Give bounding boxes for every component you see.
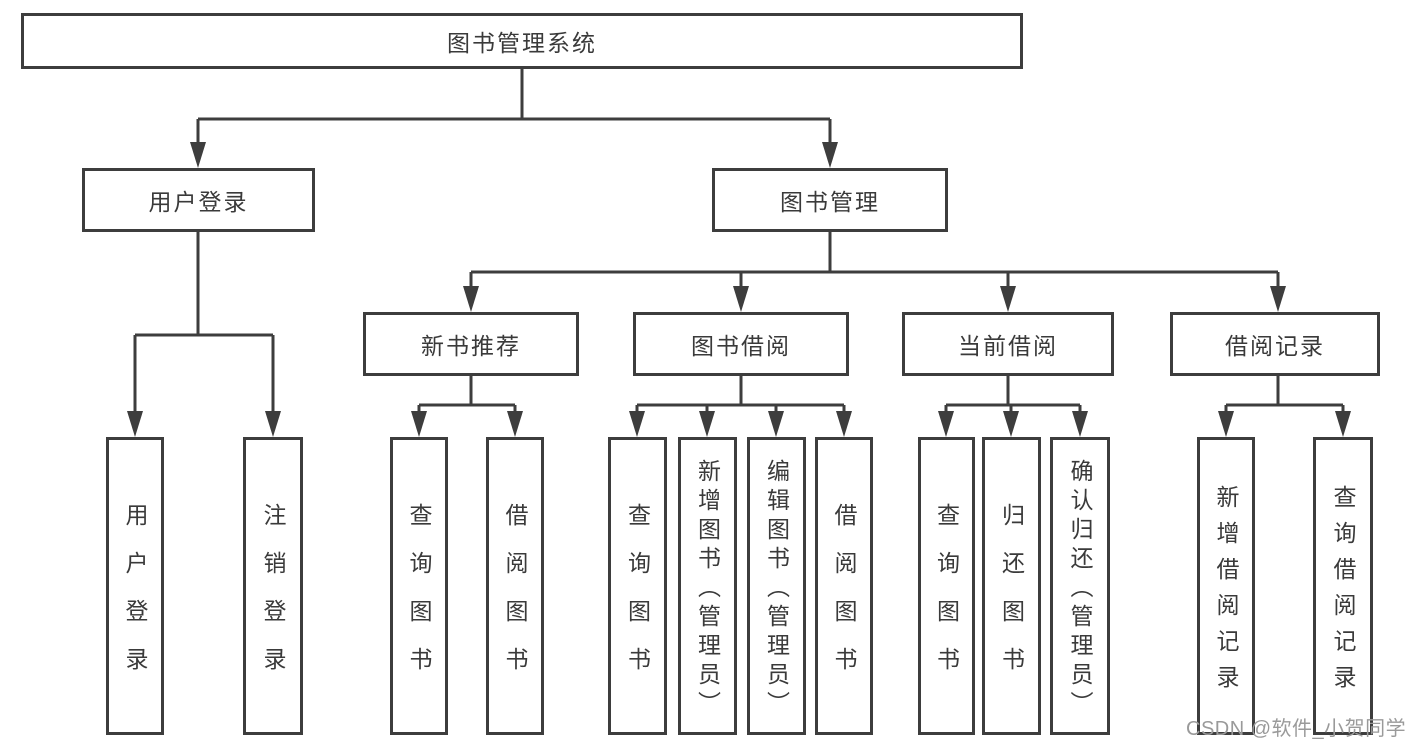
leaf-logout-label: 注销登录 bbox=[260, 502, 286, 695]
leaf-edit-books-admin-label: 编辑图书（管理员） bbox=[763, 458, 790, 720]
node-root: 图书管理系统 bbox=[21, 13, 1023, 69]
leaf-confirm-return-admin: 确认归还（管理员） bbox=[1050, 437, 1110, 735]
leaf-edit-books-admin: 编辑图书（管理员） bbox=[747, 437, 806, 735]
node-new-book-recommend: 新书推荐 bbox=[363, 312, 579, 376]
leaf-query-books-borrow: 查询图书 bbox=[608, 437, 667, 735]
leaf-user-login: 用户登录 bbox=[106, 437, 164, 735]
leaf-add-borrow-record-label: 新增借阅记录 bbox=[1213, 484, 1239, 701]
leaf-query-books-recommend: 查询图书 bbox=[390, 437, 448, 735]
leaf-query-books-borrow-label: 查询图书 bbox=[624, 502, 651, 695]
leaf-borrow-books-label: 借阅图书 bbox=[831, 502, 857, 695]
node-user-login: 用户登录 bbox=[82, 168, 315, 232]
leaf-query-books-recommend-label: 查询图书 bbox=[406, 502, 432, 695]
leaf-borrow-books-recommend-label: 借阅图书 bbox=[502, 502, 528, 695]
leaf-add-books-admin-label: 新增图书（管理员） bbox=[694, 458, 721, 720]
leaf-query-books-current-label: 查询图书 bbox=[933, 502, 960, 695]
node-user-login-label: 用户登录 bbox=[148, 189, 249, 215]
leaf-logout: 注销登录 bbox=[243, 437, 303, 735]
leaf-query-borrow-record: 查询借阅记录 bbox=[1313, 437, 1373, 735]
leaf-borrow-books: 借阅图书 bbox=[815, 437, 873, 735]
leaf-return-books-label: 归还图书 bbox=[998, 502, 1025, 695]
node-root-label: 图书管理系统 bbox=[447, 30, 597, 56]
leaf-add-books-admin: 新增图书（管理员） bbox=[678, 437, 737, 735]
node-book-management: 图书管理 bbox=[712, 168, 948, 232]
leaf-user-login-label: 用户登录 bbox=[122, 502, 148, 695]
node-book-borrow-label: 图书借阅 bbox=[691, 333, 791, 359]
node-book-management-label: 图书管理 bbox=[780, 189, 880, 215]
node-new-book-recommend-label: 新书推荐 bbox=[421, 333, 521, 359]
node-book-borrow: 图书借阅 bbox=[633, 312, 849, 376]
leaf-return-books: 归还图书 bbox=[982, 437, 1041, 735]
node-borrow-records-label: 借阅记录 bbox=[1225, 333, 1325, 359]
leaf-query-borrow-record-label: 查询借阅记录 bbox=[1330, 484, 1356, 701]
leaf-query-books-current: 查询图书 bbox=[918, 437, 975, 735]
node-current-borrow-label: 当前借阅 bbox=[958, 333, 1058, 359]
watermark: CSDN @软件_小贺同学 bbox=[1186, 718, 1405, 740]
node-current-borrow: 当前借阅 bbox=[902, 312, 1114, 376]
leaf-confirm-return-admin-label: 确认归还（管理员） bbox=[1067, 458, 1093, 720]
leaf-add-borrow-record: 新增借阅记录 bbox=[1197, 437, 1255, 735]
node-borrow-records: 借阅记录 bbox=[1170, 312, 1380, 376]
leaf-borrow-books-recommend: 借阅图书 bbox=[486, 437, 544, 735]
